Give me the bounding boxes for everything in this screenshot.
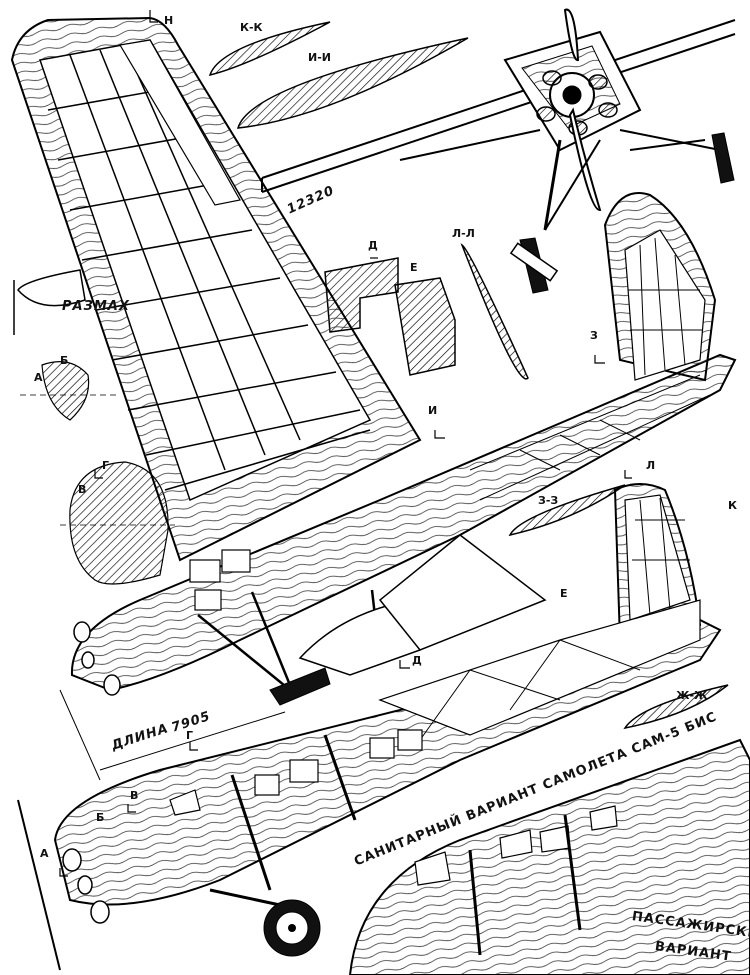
marker-a-label: А bbox=[34, 371, 43, 384]
section-ab-profile bbox=[20, 361, 120, 421]
marker-d-label: Д bbox=[368, 239, 378, 252]
marker-g2-label: Г bbox=[186, 729, 194, 742]
section-ll-label: Л-Л bbox=[452, 227, 475, 240]
marker-v-label: В bbox=[78, 483, 87, 496]
marker-a2-label: А bbox=[40, 847, 49, 860]
span-label: РАЗМАХ bbox=[62, 299, 130, 314]
marker-e2-label: Е bbox=[560, 587, 568, 600]
section-kk-profile bbox=[208, 21, 331, 77]
marker-l-label: Л bbox=[646, 459, 656, 472]
section-ll-profile bbox=[460, 243, 529, 380]
section-zz-label: З-З bbox=[538, 494, 559, 507]
span-stub bbox=[13, 269, 86, 335]
marker-e-label: Е bbox=[410, 261, 418, 274]
marker-h-label: Н bbox=[164, 14, 174, 27]
section-ii-label: И-И bbox=[308, 51, 331, 64]
marker-b-label: Б bbox=[60, 354, 69, 367]
section-zz-profile bbox=[508, 484, 626, 537]
section-marker-lines bbox=[59, 10, 632, 877]
section-vg-profile bbox=[60, 461, 175, 585]
main-wing bbox=[10, 16, 422, 562]
section-ii-profile bbox=[236, 37, 469, 129]
section-zh-profile bbox=[623, 684, 729, 730]
fuselage-top bbox=[70, 192, 737, 706]
passenger-variant bbox=[348, 738, 750, 975]
marker-d2-label: Д bbox=[412, 654, 422, 667]
section-zh-label: Ж-Ж bbox=[676, 689, 708, 702]
ambulance-variant bbox=[17, 483, 722, 971]
front-view bbox=[261, 8, 736, 294]
marker-g-label: Г bbox=[102, 459, 110, 472]
marker-z-label: З bbox=[590, 329, 598, 342]
marker-k-label: К bbox=[728, 499, 737, 512]
section-kk-label: К-К bbox=[240, 21, 263, 34]
marker-i-label: И bbox=[428, 404, 438, 417]
marker-b2-label: Б bbox=[96, 811, 105, 824]
length-dimension bbox=[59, 689, 286, 781]
marker-v2-label: В bbox=[130, 789, 139, 802]
